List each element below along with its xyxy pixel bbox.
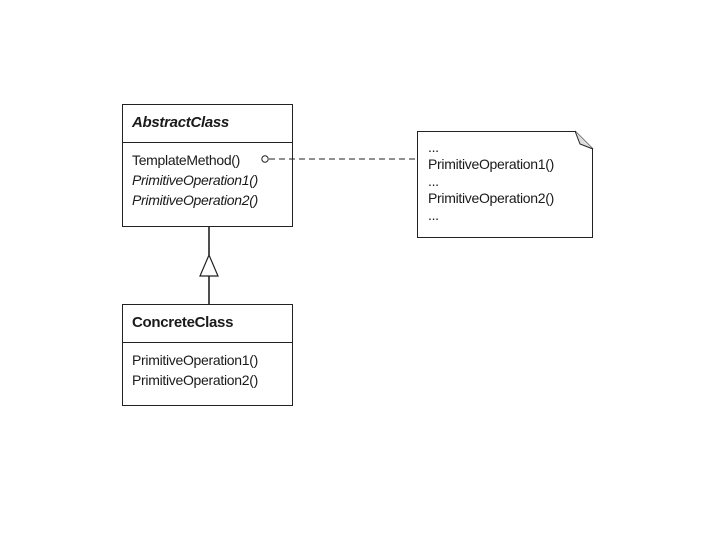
inheritance-triangle-icon xyxy=(199,253,219,277)
abstract-class-box: AbstractClass TemplateMethod() Primitive… xyxy=(122,104,293,227)
note-line-primitive-2: PrimitiveOperation2() xyxy=(428,190,554,206)
primitive-operation-2-abstract: PrimitiveOperation2() xyxy=(132,192,258,208)
note-line-primitive-1: PrimitiveOperation1() xyxy=(428,156,554,172)
note-line-ellipsis-2: ... xyxy=(428,173,439,189)
abstract-class-operations: TemplateMethod() PrimitiveOperation1() P… xyxy=(123,143,292,210)
primitive-operation-1-concrete: PrimitiveOperation1() xyxy=(132,352,258,368)
primitive-operation-2-concrete: PrimitiveOperation2() xyxy=(132,372,258,388)
concrete-class-name: ConcreteClass xyxy=(123,305,292,343)
concrete-class-operations: PrimitiveOperation1() PrimitiveOperation… xyxy=(123,343,292,390)
note-line-ellipsis-1: ... xyxy=(428,139,439,155)
template-method-operation: TemplateMethod() xyxy=(132,152,241,168)
concrete-class-box: ConcreteClass PrimitiveOperation1() Prim… xyxy=(122,304,293,406)
note-text: ... PrimitiveOperation1() ... PrimitiveO… xyxy=(428,139,554,224)
primitive-operation-1-abstract: PrimitiveOperation1() xyxy=(132,172,258,188)
abstract-class-name: AbstractClass xyxy=(123,105,292,143)
template-method-note: ... PrimitiveOperation1() ... PrimitiveO… xyxy=(417,131,593,238)
note-line-ellipsis-3: ... xyxy=(428,207,439,223)
